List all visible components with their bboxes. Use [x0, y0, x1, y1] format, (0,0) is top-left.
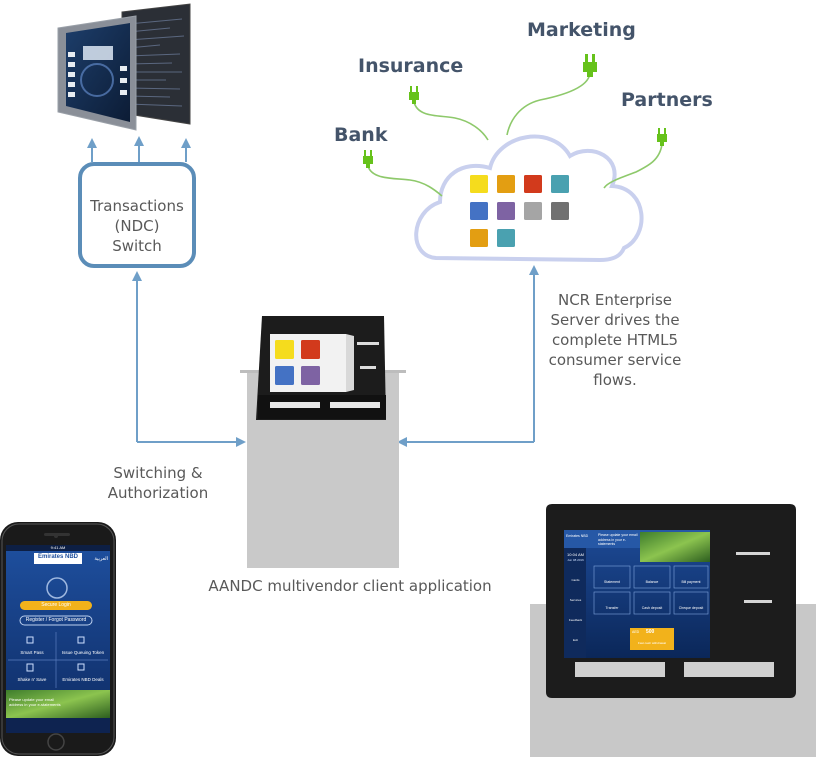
atm-side-feedback[interactable]: Feedback [568, 618, 583, 622]
partners-label: Partners [621, 89, 713, 111]
kiosk-app-tile-1 [275, 340, 294, 359]
kiosk-app-tiles [275, 340, 320, 385]
kiosk-app-tile-2 [301, 340, 320, 359]
phone-deals[interactable]: Emirates NBD Deals [62, 677, 104, 682]
cloud-app-tiles [470, 175, 569, 247]
cloud-app-tile-9 [470, 229, 488, 247]
phone-shake-save[interactable]: Shake n' Save [17, 677, 47, 682]
cloud-app-tile-10 [497, 229, 515, 247]
phone-register-button[interactable]: Register / Forgot Password [25, 617, 87, 623]
atm-date: Jun 08 2016 [567, 558, 584, 562]
atm-menu-balance[interactable]: Balance [645, 580, 659, 584]
plug-icon-insurance [409, 86, 419, 104]
atm-side-exit[interactable]: Exit [572, 638, 578, 642]
cloud-app-tile-7 [524, 202, 542, 220]
plug-icon-bank [363, 150, 373, 168]
atm-amount-value[interactable]: 500 [646, 629, 655, 635]
cloud-app-tile-6 [497, 202, 515, 220]
phone-queuing-token[interactable]: Issue Queuing Token [61, 650, 105, 655]
terminal-screens-image [57, 3, 191, 131]
phone-promo: Please update your email address in your… [9, 697, 61, 707]
cloud-app-tile-1 [470, 175, 488, 193]
atm-side-cards[interactable]: Cards [571, 578, 580, 582]
phone-smart-pass[interactable]: Smart Pass [20, 650, 44, 655]
plug-icons [363, 54, 667, 168]
switch-box [78, 162, 196, 268]
client-kiosk [240, 316, 406, 568]
server-line-1: NCR Enterprise [557, 291, 673, 309]
connector-arrows [87, 136, 539, 447]
atm-banner: Please update your email address in your… [598, 533, 638, 546]
server-line-4: consumer service [548, 351, 682, 369]
switch-label-line3: Switch [112, 237, 162, 255]
atm-clock: 10:04 AM [567, 552, 584, 557]
atm-menu-cheque-deposit[interactable]: Cheque deposit [678, 606, 704, 610]
phone-status-time: 9:41 AM [50, 545, 66, 550]
phone-secure-login-button[interactable]: Secure Login [41, 602, 71, 608]
atm-menu-cash-deposit[interactable]: Cash deposit [641, 606, 663, 610]
atm-brand: Emirates NBD [566, 534, 589, 538]
cloud-app-tile-4 [551, 175, 569, 193]
switch-label-line1: Transactions [90, 197, 184, 215]
atm-menu-statement[interactable]: Statement [604, 580, 620, 584]
insurance-label: Insurance [358, 55, 464, 77]
cloud-cables [367, 71, 663, 197]
server-line-3: complete HTML5 [551, 331, 679, 349]
kiosk-app-tile-4 [301, 366, 320, 385]
atm-amount-caption: Fast cash withdrawal [637, 641, 666, 645]
server-line-5: flows. [593, 371, 637, 389]
plug-icon-partners [657, 128, 667, 146]
mobile-phone [0, 522, 116, 756]
kiosk-app-tile-3 [275, 366, 294, 385]
switch-label-line2: (NDC) [114, 217, 160, 235]
authorization-line: Authorization [107, 484, 209, 502]
bank-label: Bank [334, 124, 388, 146]
cloud-app-tile-5 [470, 202, 488, 220]
client-app-label: AANDC multivendor client application [208, 577, 492, 595]
atm-amount-label: AED [632, 630, 640, 634]
server-description: NCR Enterprise Server drives the complet… [530, 290, 700, 390]
switching-authorization-label: Switching & Authorization [94, 463, 222, 503]
server-line-2: Server drives the [550, 311, 680, 329]
cloud-app-tile-3 [524, 175, 542, 193]
atm-side-services[interactable]: Services [569, 598, 582, 602]
switch-box-label: Transactions (NDC) Switch [80, 196, 194, 256]
cloud-app-tile-8 [551, 202, 569, 220]
plug-icon-marketing [583, 54, 597, 77]
marketing-label: Marketing [527, 19, 636, 41]
cloud [414, 134, 644, 263]
phone-brand: Emirates NBD [37, 554, 78, 560]
phone-arabic-toggle[interactable]: العربية [94, 556, 108, 562]
atm-menu-transfer[interactable]: Transfer [605, 606, 619, 610]
atm-menu-bill-payment[interactable]: Bill payment [681, 580, 701, 584]
cloud-app-tile-2 [497, 175, 515, 193]
atm-terminal [530, 504, 816, 757]
switching-line: Switching & [113, 464, 203, 482]
